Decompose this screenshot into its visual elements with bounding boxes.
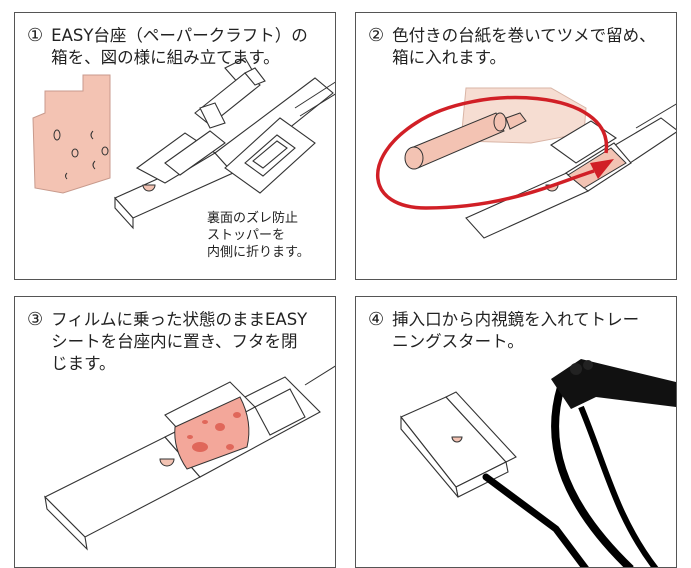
- step-4-illustration: [400, 359, 676, 567]
- step-1-instruction: ① EASY台座（ペーパークラフト）の 箱を、図の様に組み立てます。: [27, 25, 308, 69]
- step-1-text: EASY台座（ペーパークラフト）の 箱を、図の様に組み立てます。: [51, 26, 308, 67]
- step-2-illustration: [376, 87, 676, 239]
- step-4-number: ④: [368, 309, 385, 330]
- step-2-number: ②: [368, 25, 385, 46]
- step-4-instruction: ④ 挿入口から内視鏡を入れてトレー ニングスタート。: [368, 309, 639, 353]
- step-panel-1: ① EASY台座（ペーパークラフト）の 箱を、図の様に組み立てます。 裏面のズレ…: [14, 12, 336, 280]
- step-3-illustration: [44, 365, 335, 551]
- step-panel-3: ③ フィルムに乗った状態のままEASY シートを台座内に置き、フタを閉 じます。: [14, 296, 336, 568]
- step-4-text: 挿入口から内視鏡を入れてトレー ニングスタート。: [392, 310, 640, 351]
- step-3-number: ③: [27, 309, 44, 330]
- step-panel-4: ④ 挿入口から内視鏡を入れてトレー ニングスタート。: [355, 296, 677, 568]
- step-1-note: 裏面のズレ防止 ストッパーを 内側に折ります。: [207, 211, 310, 260]
- step-3-instruction: ③ フィルムに乗った状態のままEASY シートを台座内に置き、フタを閉 じます。: [27, 309, 307, 375]
- step-2-instruction: ② 色付きの台紙を巻いてツメで留め、 箱に入れます。: [368, 25, 656, 69]
- step-1-illustration: [32, 57, 335, 230]
- step-2-text: 色付きの台紙を巻いてツメで留め、 箱に入れます。: [392, 26, 656, 67]
- step-panel-2: ② 色付きの台紙を巻いてツメで留め、 箱に入れます。: [355, 12, 677, 280]
- step-3-text: フィルムに乗った状態のままEASY シートを台座内に置き、フタを閉 じます。: [51, 310, 308, 373]
- step-1-number: ①: [27, 25, 44, 46]
